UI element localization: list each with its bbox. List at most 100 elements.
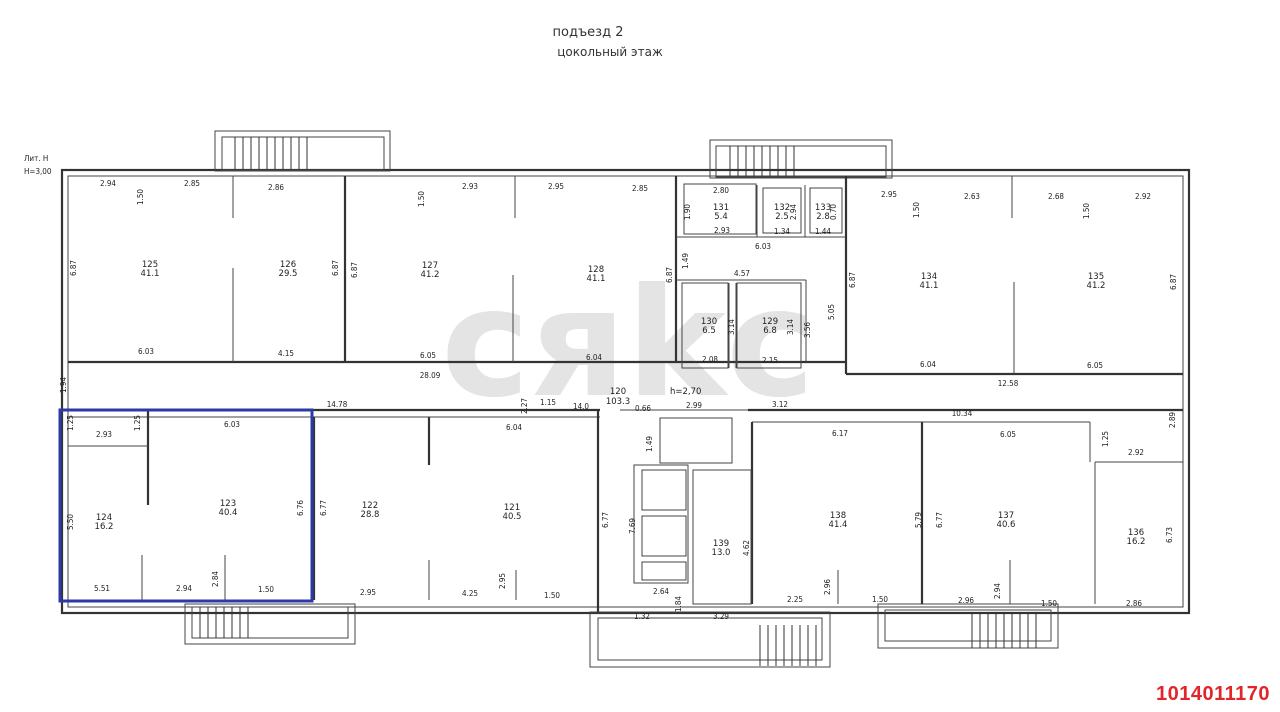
- room-area: 40.4: [219, 508, 238, 518]
- room-number: 124: [96, 513, 112, 523]
- dimension-label: 1.90: [683, 204, 692, 220]
- room-number: 134: [921, 272, 937, 282]
- dimension-label: 1.94: [59, 377, 68, 393]
- room-area: 41.1: [920, 281, 939, 291]
- room-number: 139: [713, 539, 729, 549]
- dimension-label: 2.27: [520, 398, 529, 414]
- room-number: 121: [504, 503, 520, 513]
- room-area: 2.5: [775, 212, 789, 222]
- dimension-label: 1.44: [815, 227, 831, 236]
- corridor-height: h=2,70: [670, 387, 701, 397]
- dimension-label: 1.50: [912, 202, 921, 218]
- highlight-frame: [58, 408, 314, 603]
- dimension-label: 3.12: [772, 400, 788, 409]
- dimension-label: 0.70: [829, 204, 838, 220]
- room-area: 28.8: [361, 510, 380, 520]
- dimension-label: 1.50: [417, 191, 426, 207]
- room-area: 6.5: [702, 326, 716, 336]
- dimension-label: 2.94: [100, 179, 116, 188]
- dimension-label: 1.50: [258, 585, 274, 594]
- stair-top-right: [709, 139, 893, 179]
- dimension-label: 6.73: [1165, 527, 1174, 543]
- dimension-label: 6.05: [1087, 361, 1103, 370]
- dimension-label: 1.15: [540, 398, 556, 407]
- stair-bottom-center: [589, 611, 831, 668]
- dimension-label: 4.57: [734, 269, 750, 278]
- dimension-label: 6.77: [601, 512, 610, 528]
- dimension-label: 3.14: [727, 319, 736, 335]
- dimension-label: 6.05: [420, 351, 436, 360]
- height-label: Н=3,00: [24, 167, 52, 176]
- dimension-label: 1.25: [1101, 431, 1110, 447]
- dimension-label: 6.03: [138, 347, 154, 356]
- dimension-label: 6.87: [350, 262, 359, 278]
- room-area: 6.8: [763, 326, 777, 336]
- dimension-label: 2.85: [184, 179, 200, 188]
- room-area: 13.0: [712, 548, 731, 558]
- dimension-label: 5.51: [94, 584, 110, 593]
- dimension-label: 2.08: [702, 355, 718, 364]
- stair-top-left: [214, 130, 391, 172]
- dimension-label: 6.04: [506, 423, 522, 432]
- dimension-label: 2.95: [548, 182, 564, 191]
- dimension-label: 2.84: [211, 571, 220, 587]
- room-number: 120: [610, 387, 626, 397]
- room-number: 129: [762, 317, 778, 327]
- dimension-label: 6.04: [586, 353, 602, 362]
- dimension-label: 1.84: [674, 596, 683, 612]
- dimension-label: 2.94: [176, 584, 192, 593]
- dimension-label: 2.93: [714, 226, 730, 235]
- dimension-label: 2.94: [789, 204, 798, 220]
- dimension-label: 2.94: [993, 583, 1002, 599]
- dimension-label: 6.03: [224, 420, 240, 429]
- dimension-label: 2.99: [686, 401, 702, 410]
- dimension-label: 2.92: [1135, 192, 1151, 201]
- dimension-label: 3.29: [713, 612, 729, 621]
- dimension-label: 1.25: [133, 415, 142, 431]
- room-number: 130: [701, 317, 717, 327]
- dimension-label: 6.77: [935, 512, 944, 528]
- dimension-label: 2.95: [360, 588, 376, 597]
- dimension-label: 6.87: [1169, 274, 1178, 290]
- dimension-label: 2.95: [881, 190, 897, 199]
- dimension-label: 6.76: [296, 500, 305, 516]
- dimension-label: 2.80: [713, 186, 729, 195]
- stair-bottom-right: [877, 603, 1059, 649]
- dimension-label: 1.34: [774, 227, 790, 236]
- room-number: 125: [142, 260, 158, 270]
- room-area: 29.5: [279, 269, 298, 279]
- dimension-label: 2.92: [1128, 448, 1144, 457]
- dimension-label: 6.04: [920, 360, 936, 369]
- dimension-label: 7.69: [628, 518, 637, 534]
- room-number: 137: [998, 511, 1014, 521]
- dimension-label: 2.63: [964, 192, 980, 201]
- dimension-label: 2.68: [1048, 192, 1064, 201]
- room-area: 41.1: [587, 274, 606, 284]
- dimension-label: 4.25: [462, 589, 478, 598]
- dimension-label: 2.25: [787, 595, 803, 604]
- room-area: 41.4: [829, 520, 848, 530]
- dimension-label: 1.50: [872, 595, 888, 604]
- dimension-label: 2.89: [1168, 412, 1177, 428]
- dimension-label: 2.93: [462, 182, 478, 191]
- room-area: 16.2: [95, 522, 114, 532]
- dimension-label: 1.50: [136, 189, 145, 205]
- dimension-label: 6.87: [665, 267, 674, 283]
- dimension-label: 6.77: [319, 500, 328, 516]
- room-number: 131: [713, 203, 729, 213]
- interior-walls: [68, 176, 1183, 612]
- dimension-label: 1.50: [1041, 599, 1057, 608]
- room-number: 123: [220, 499, 236, 509]
- dimension-label: 2.96: [958, 596, 974, 605]
- stair-bottom-left: [184, 603, 356, 645]
- room-area: 40.6: [997, 520, 1016, 530]
- dimension-label: 5.05: [827, 304, 836, 320]
- dimension-label: 10.34: [952, 409, 973, 418]
- dimension-label: 2.85: [632, 184, 648, 193]
- dimension-label: 3.14: [786, 319, 795, 335]
- dimension-label: 6.17: [832, 429, 848, 438]
- entrance-title: подъезд 2: [553, 25, 624, 40]
- watermark-logo: сяkс: [441, 257, 815, 431]
